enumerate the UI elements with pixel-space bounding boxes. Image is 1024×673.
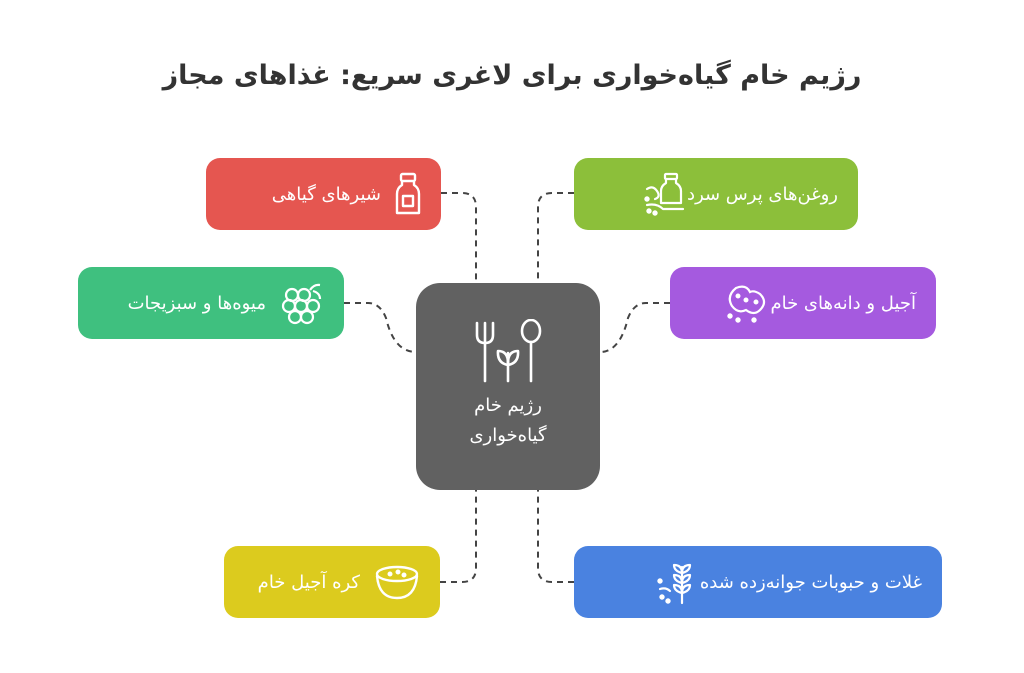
bowl-icon bbox=[374, 562, 420, 602]
node-plant-milks: شیرهای گیاهی bbox=[206, 158, 441, 230]
oil-press-icon bbox=[643, 171, 687, 217]
connector-milk bbox=[441, 192, 477, 283]
node-raw-nut-butter: کره آجیل خام bbox=[224, 546, 440, 618]
center-label-line1: رژیم خام bbox=[474, 395, 542, 416]
node-label: روغن‌های پرس سرد bbox=[687, 183, 838, 205]
bottle-icon bbox=[395, 172, 421, 216]
diagram-title: رژیم خام گیاه‌خواری برای لاغری سریع: غذا… bbox=[162, 60, 862, 91]
connector-nuts bbox=[599, 302, 670, 353]
utensils-leaf-icon bbox=[475, 319, 542, 383]
node-raw-nuts-seeds: آجیل و دانه‌های خام bbox=[670, 267, 936, 339]
connector-butter bbox=[440, 490, 477, 583]
peanut-icon bbox=[724, 282, 770, 324]
node-label: شیرهای گیاهی bbox=[271, 183, 381, 205]
node-label: کره آجیل خام bbox=[257, 571, 360, 593]
center-node: رژیم خام گیاه‌خواری bbox=[416, 283, 600, 490]
connector-oil bbox=[537, 192, 574, 283]
node-sprouted-grains-legumes: غلات و حبوبات جوانه‌زده شده bbox=[574, 546, 942, 618]
node-label: میوه‌ها و سبزیجات bbox=[127, 292, 266, 314]
node-label: غلات و حبوبات جوانه‌زده شده bbox=[699, 571, 922, 593]
node-fruits-vegetables: میوه‌ها و سبزیجات bbox=[78, 267, 344, 339]
center-label-line2: گیاه‌خواری bbox=[469, 425, 547, 446]
grapes-icon bbox=[280, 281, 324, 325]
node-cold-pressed-oils: روغن‌های پرس سرد bbox=[574, 158, 858, 230]
wheat-icon bbox=[656, 559, 700, 605]
node-label: آجیل و دانه‌های خام bbox=[770, 292, 916, 314]
connector-grain bbox=[537, 490, 574, 583]
connector-fruit bbox=[344, 302, 417, 353]
